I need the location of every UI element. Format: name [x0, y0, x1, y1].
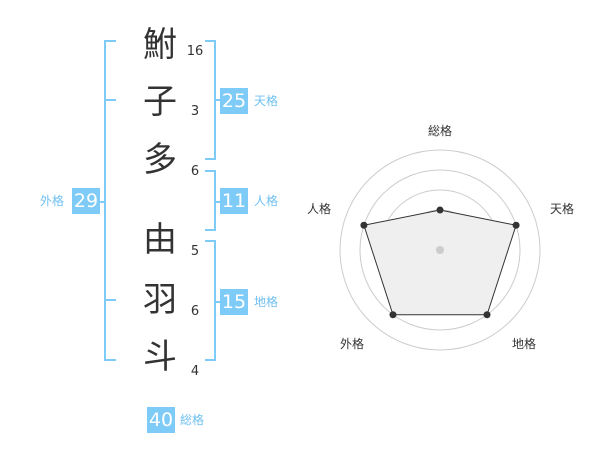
name-char: 羽 — [143, 280, 177, 320]
sou-value: 40 — [147, 407, 175, 433]
sou-label: 総格 — [180, 413, 205, 427]
ten-value: 25 — [220, 88, 248, 114]
stroke-count: 16 — [186, 44, 204, 59]
radar-point-外格 — [389, 311, 397, 319]
radar-label-chi: 地格 — [512, 337, 537, 351]
jin-value: 11 — [220, 188, 248, 214]
name-char: 斗 — [143, 337, 177, 377]
radar-label-gai: 外格 — [340, 337, 365, 351]
chi-label: 地格 — [254, 295, 279, 309]
stroke-count: 5 — [190, 244, 200, 259]
name-char: 由 — [143, 220, 177, 260]
radar-ring — [339, 149, 541, 351]
stroke-count: 6 — [190, 304, 200, 319]
name-char: 多 — [143, 140, 177, 180]
radar-point-人格 — [360, 221, 368, 229]
radar-point-総格 — [436, 206, 444, 214]
stroke-count: 6 — [190, 164, 200, 179]
name-char: 子 — [143, 82, 177, 122]
radar-label-ten: 天格 — [550, 202, 575, 216]
name-char: 鮒 — [143, 25, 177, 65]
gai-value: 29 — [72, 188, 100, 214]
stroke-count: 4 — [190, 364, 200, 379]
gai-label: 外格 — [40, 194, 65, 208]
chi-value: 15 — [220, 289, 248, 315]
radar-ring — [359, 169, 521, 331]
radar-label-sou: 総格 — [428, 124, 453, 138]
radar-point-地格 — [483, 311, 491, 319]
radar-center — [436, 246, 444, 254]
jin-label: 人格 — [254, 194, 279, 208]
ten-label: 天格 — [254, 94, 279, 108]
radar-point-天格 — [512, 221, 520, 229]
stroke-count: 3 — [190, 104, 200, 119]
radar-label-jin: 人格 — [307, 202, 332, 216]
radar-area — [363, 209, 517, 316]
